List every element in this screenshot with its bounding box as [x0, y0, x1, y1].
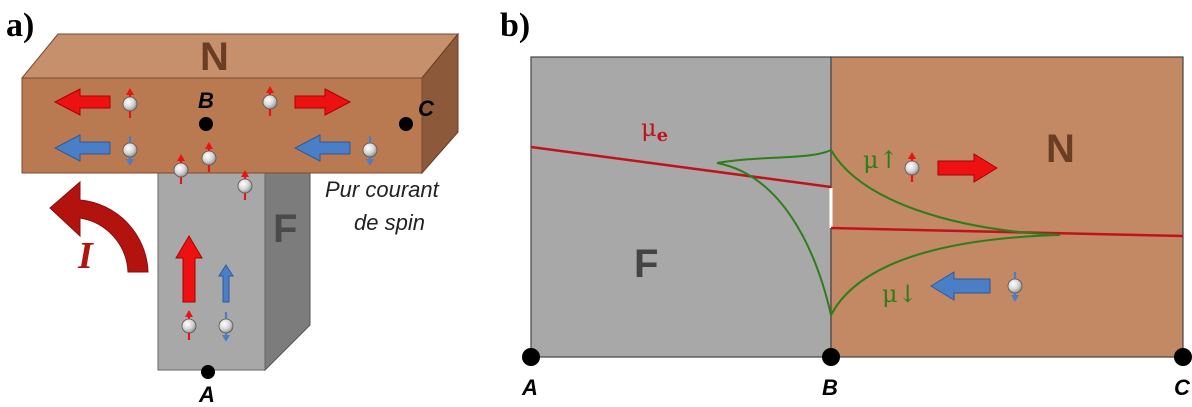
mu-down-curve-ferromagnet: [716, 162, 832, 316]
mu-up-label: μ↑: [863, 146, 899, 174]
ferromagnet-front-face: [157, 169, 266, 371]
pure-spin-current-note-line1: Pur courant: [325, 177, 440, 202]
current-label: I: [77, 235, 94, 277]
current-arrow-shape: [49, 180, 149, 273]
panel-a: a) F N I: [6, 7, 460, 407]
point-c-marker: [399, 117, 413, 131]
ferromagnet-region-label: F: [634, 242, 658, 286]
ferromagnet-side-face: [264, 169, 311, 372]
point-a-marker-b: [522, 348, 540, 366]
spin-down-current-up-arrow: [218, 264, 234, 303]
point-b-marker: [199, 117, 213, 131]
point-b-label-b: B: [822, 375, 838, 400]
point-c-label: C: [418, 96, 435, 121]
mu-e-line-normal: [830, 226, 1184, 238]
pure-spin-current-note-line2: de spin: [354, 210, 425, 235]
panel-b: b) F N μe μ↑ μ↓ A B C: [500, 7, 1192, 400]
point-c-label-b: C: [1174, 375, 1191, 400]
mu-down-curve-normal: [830, 234, 1061, 316]
mu-down-label: μ↓: [882, 280, 918, 308]
spin-up-right-arrow-b: [937, 153, 998, 183]
mu-e-line-ferromagnet: [530, 145, 832, 189]
panel-a-label: a): [6, 7, 34, 44]
spin-down-left-arrow-b: [930, 271, 991, 301]
spin-up-current-right-arrow: [294, 88, 352, 116]
spin-up-current-up-arrow: [175, 235, 203, 303]
ferromagnet-label: F: [273, 207, 297, 251]
ferromagnet-block: F: [157, 169, 311, 372]
mu-up-curve-normal: [830, 149, 1061, 236]
mu-e-label: μe: [641, 114, 668, 146]
spin-down-current-left-arrow-2: [293, 134, 351, 162]
normal-metal-region-label: N: [1046, 127, 1075, 171]
spin-up-current-left-arrow: [53, 88, 111, 116]
point-b-label: B: [198, 88, 214, 113]
normal-metal-top-face: [20, 33, 460, 79]
normal-metal-front-face: [21, 77, 423, 174]
charge-current-arrow: I: [49, 180, 149, 277]
ferromagnet-region: [530, 56, 832, 358]
mu-up-curve-ferromagnet: [716, 149, 832, 164]
normal-metal-bar: N: [20, 32, 460, 175]
point-a-label-b: A: [521, 375, 538, 400]
spin-down-current-left-arrow: [53, 134, 111, 162]
panel-b-label: b): [500, 7, 530, 44]
point-a-label: A: [198, 382, 215, 407]
normal-metal-region: [830, 56, 1184, 358]
point-a-marker: [201, 365, 215, 379]
point-b-marker-b: [822, 348, 840, 366]
normal-metal-label: N: [200, 35, 229, 79]
point-c-marker-b: [1174, 348, 1192, 366]
